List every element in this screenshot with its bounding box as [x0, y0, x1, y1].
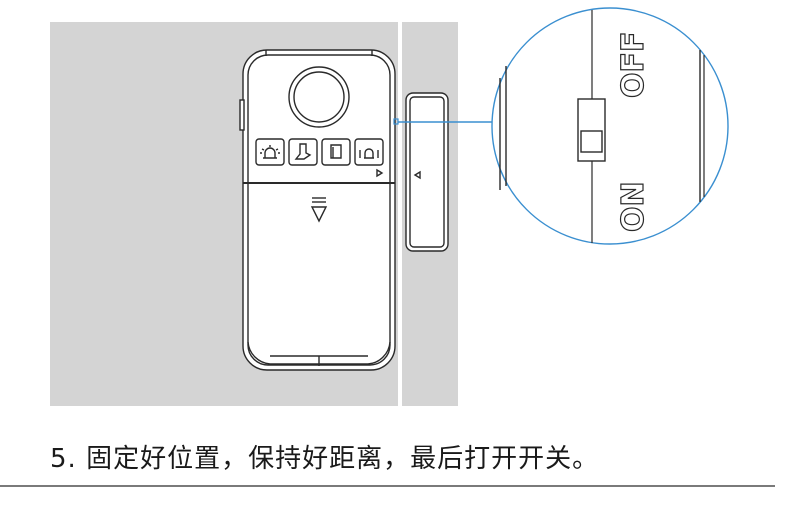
switch-knob	[580, 130, 603, 153]
bell-vibrate-icon	[354, 138, 384, 166]
switch-label-on: ON	[616, 181, 651, 232]
icon-buttons-row	[255, 138, 384, 166]
slide-switch	[577, 98, 606, 162]
magnet-unit	[405, 92, 449, 252]
switch-magnifier	[491, 7, 729, 245]
divider-line	[0, 485, 775, 487]
switch-label-off: OFF	[616, 32, 651, 99]
installation-illustration: OFF ON	[50, 7, 729, 406]
step-caption: 5. 固定好位置，保持好距离，最后打开开关。	[50, 444, 600, 474]
device-drawing	[239, 7, 729, 371]
door-icon	[321, 138, 351, 166]
main-alarm-unit	[239, 49, 396, 371]
